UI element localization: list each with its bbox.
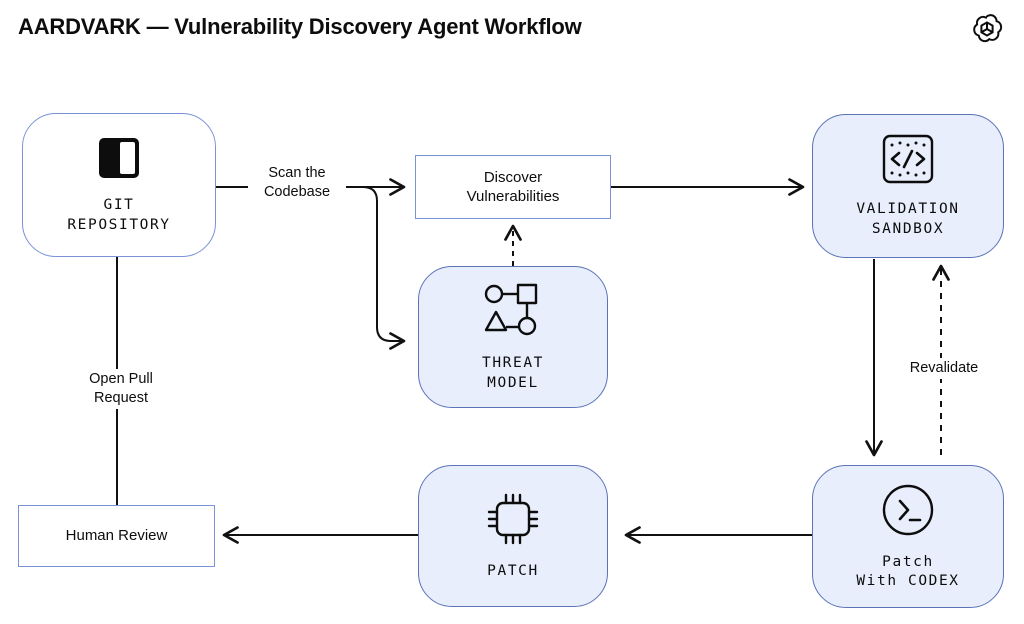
node-label-human-review: Human Review [65, 527, 168, 545]
node-label-validation-sandbox: VALIDATION SANDBOX [856, 201, 960, 237]
threat-model-icon [482, 281, 544, 344]
edge-label-scan-the-codebase: Scan the Codebase [248, 163, 346, 204]
chip-icon [484, 491, 542, 552]
node-human-review[interactable]: Human Review [18, 505, 215, 567]
node-label-threat-model: THREAT MODEL [482, 355, 544, 391]
edge-label-revalidate: Revalidate [893, 358, 995, 380]
node-patch-with-codex[interactable]: Patch With CODEX [812, 465, 1004, 608]
git-repository-icon [89, 135, 149, 186]
node-threat-model[interactable]: THREAT MODEL [418, 266, 608, 408]
node-label-patch: PATCH [487, 562, 539, 579]
node-label-patch-with-codex: Patch With CODEX [856, 553, 960, 589]
node-patch[interactable]: PATCH [418, 465, 608, 607]
page-title: AARDVARK — Vulnerability Discovery Agent… [18, 14, 582, 39]
node-git-repository[interactable]: GIT REPOSITORY [22, 113, 216, 257]
node-discover-vulnerabilities[interactable]: Discover Vulnerabilities [415, 155, 611, 219]
code-sandbox-icon [880, 133, 936, 190]
node-label-discover-vulnerabilities: Discover Vulnerabilities [466, 168, 560, 206]
edge-label-open-pull-request: Open Pull Request [72, 369, 170, 410]
openai-logo [968, 10, 1006, 48]
node-validation-sandbox[interactable]: VALIDATION SANDBOX [812, 114, 1004, 258]
terminal-prompt-icon [880, 482, 936, 543]
edge-scan-to-threat-model [362, 186, 406, 350]
node-label-git-repository: GIT REPOSITORY [67, 197, 171, 233]
